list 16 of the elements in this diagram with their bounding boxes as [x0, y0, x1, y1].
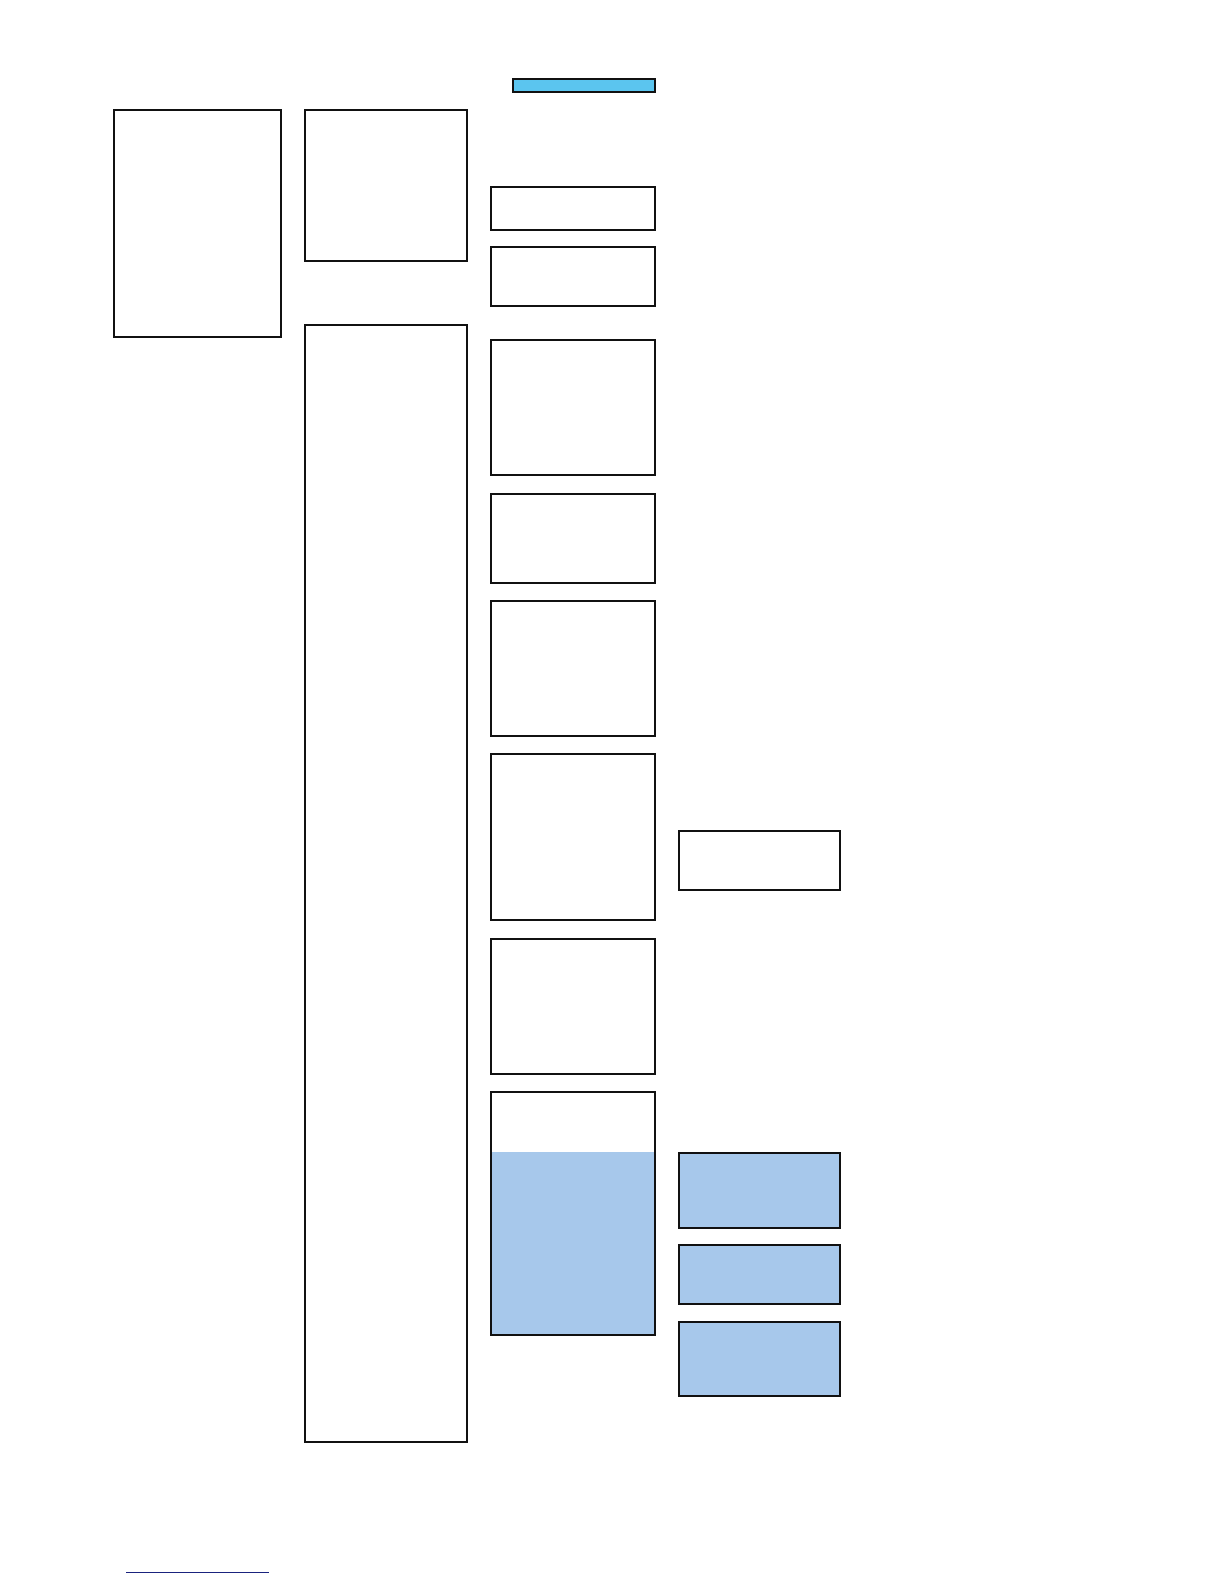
- empty-box: [677, 1320, 842, 1397]
- empty-box: [677, 1244, 842, 1305]
- empty-box: [113, 109, 282, 339]
- empty-box: [489, 185, 657, 232]
- empty-box: [677, 1152, 842, 1230]
- color-bar: [512, 77, 657, 93]
- empty-box: [489, 492, 657, 584]
- empty-box: [489, 753, 657, 921]
- empty-box: [489, 1090, 657, 1337]
- empty-box: [303, 324, 468, 1444]
- empty-box: [303, 109, 468, 262]
- empty-box: [489, 339, 657, 476]
- empty-box: [489, 938, 657, 1075]
- empty-box: [489, 599, 657, 738]
- empty-box: [489, 246, 657, 307]
- empty-box: [677, 830, 842, 891]
